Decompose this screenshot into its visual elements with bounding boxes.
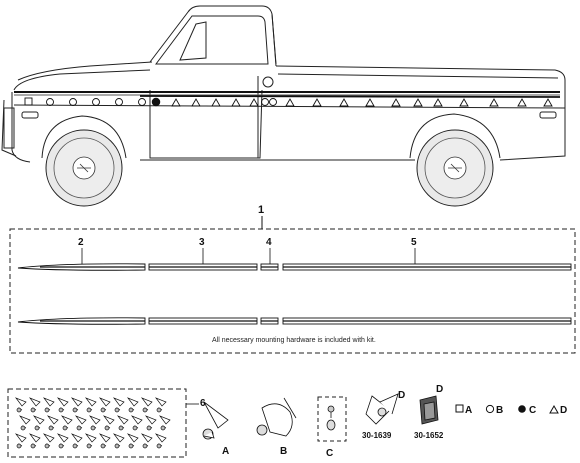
mounting-clip-nut bbox=[44, 443, 50, 449]
hardware-d-clip-1639 bbox=[365, 393, 399, 425]
mounting-clip-nut bbox=[72, 407, 78, 413]
legend: A B C D bbox=[455, 404, 567, 416]
mounting-clip-nut bbox=[20, 425, 26, 431]
front-wheel bbox=[45, 129, 123, 207]
hardware-b-clip bbox=[256, 397, 297, 437]
mounting-clip-nut bbox=[132, 425, 138, 431]
callout-3: 3 bbox=[199, 237, 205, 248]
hardware-location-symbols bbox=[24, 97, 553, 107]
callout-6: 6 bbox=[200, 398, 206, 409]
legend-square-symbol bbox=[455, 404, 464, 413]
mounting-clip-nut bbox=[128, 407, 134, 413]
part-number-30-1652: 30-1652 bbox=[414, 431, 444, 440]
legend-label-d: D bbox=[560, 405, 567, 416]
mounting-clip-nut bbox=[48, 425, 54, 431]
circle-symbol bbox=[46, 98, 54, 106]
mounting-clip-nut bbox=[30, 443, 36, 449]
mounting-clip-nut bbox=[142, 407, 148, 413]
triangle-symbol bbox=[413, 98, 423, 107]
circle-symbol bbox=[261, 98, 269, 106]
triangle-symbol bbox=[459, 98, 469, 107]
mounting-clip-nut bbox=[114, 443, 120, 449]
mounting-clip-nut bbox=[156, 443, 162, 449]
rear-wheel bbox=[416, 129, 494, 207]
part-number-30-1639: 30-1639 bbox=[362, 431, 392, 440]
callout-5: 5 bbox=[411, 237, 417, 248]
hardware-label-a: A bbox=[222, 446, 229, 457]
mounting-clip-nut bbox=[100, 407, 106, 413]
triangle-symbol bbox=[365, 98, 375, 107]
triangle-symbol bbox=[171, 98, 181, 107]
kit-note: All necessary mounting hardware is inclu… bbox=[212, 337, 376, 344]
hardware-label-b: B bbox=[280, 446, 287, 457]
clip-assortment bbox=[14, 397, 171, 449]
mounting-clip-nut bbox=[58, 407, 64, 413]
mounting-clip-nut bbox=[58, 443, 64, 449]
triangle-symbol bbox=[433, 98, 443, 107]
hardware-label-d-right: D bbox=[436, 384, 443, 395]
mounting-clip-nut bbox=[16, 407, 22, 413]
hardware-d-clip-1652 bbox=[419, 395, 439, 425]
legend-label-c: C bbox=[529, 405, 536, 416]
triangle-symbol bbox=[543, 98, 553, 107]
triangle-symbol bbox=[231, 98, 241, 107]
mounting-clip-nut bbox=[62, 425, 68, 431]
triangle-symbol bbox=[391, 98, 401, 107]
hardware-label-c: C bbox=[326, 448, 333, 459]
mounting-clip-nut bbox=[44, 407, 50, 413]
mounting-clip-nut bbox=[90, 425, 96, 431]
kit-box bbox=[9, 228, 576, 354]
triangle-symbol bbox=[285, 98, 295, 107]
mounting-clip-nut bbox=[100, 443, 106, 449]
hardware-c-screw bbox=[326, 405, 336, 431]
mounting-clip-nut bbox=[86, 407, 92, 413]
callout-1: 1 bbox=[258, 204, 264, 216]
triangle-symbol bbox=[339, 98, 349, 107]
dot-symbol bbox=[151, 97, 161, 107]
truck-body-molding bbox=[14, 91, 561, 98]
callout-2: 2 bbox=[78, 237, 84, 248]
circle-symbol bbox=[138, 98, 146, 106]
triangle-symbol bbox=[312, 98, 322, 107]
mounting-clip-nut bbox=[72, 443, 78, 449]
mounting-clip-nut bbox=[104, 425, 110, 431]
mounting-clip-nut bbox=[34, 425, 40, 431]
mounting-clip-nut bbox=[30, 407, 36, 413]
triangle-symbol bbox=[489, 98, 499, 107]
circle-symbol bbox=[269, 98, 277, 106]
molding-row-1 bbox=[17, 263, 572, 271]
callout-4: 4 bbox=[266, 237, 272, 248]
mounting-clip-nut bbox=[86, 443, 92, 449]
triangle-symbol bbox=[211, 98, 221, 107]
triangle-symbol bbox=[249, 98, 259, 107]
hardware-label-d-left: D bbox=[398, 390, 405, 401]
square-symbol bbox=[24, 97, 33, 106]
circle-symbol bbox=[69, 98, 77, 106]
hardware-a-clip bbox=[202, 401, 229, 440]
triangle-symbol bbox=[191, 98, 201, 107]
legend-label-b: B bbox=[496, 405, 503, 416]
hardware-c-box bbox=[317, 396, 347, 442]
triangle-symbol bbox=[517, 98, 527, 107]
circle-symbol bbox=[115, 98, 123, 106]
mounting-clip-nut bbox=[146, 425, 152, 431]
legend-circle-symbol bbox=[485, 404, 495, 414]
mounting-clip-nut bbox=[118, 425, 124, 431]
mounting-clip-nut bbox=[160, 425, 166, 431]
mounting-clip-nut bbox=[128, 443, 134, 449]
mounting-clip-nut bbox=[76, 425, 82, 431]
mounting-clip-nut bbox=[16, 443, 22, 449]
circle-symbol bbox=[92, 98, 100, 106]
mounting-clip-nut bbox=[114, 407, 120, 413]
mounting-clip-nut bbox=[142, 443, 148, 449]
legend-dot-symbol bbox=[518, 405, 526, 413]
legend-label-a: A bbox=[465, 405, 472, 416]
clip-assortment-box bbox=[7, 388, 187, 458]
legend-triangle-symbol bbox=[549, 404, 559, 414]
molding-row-2 bbox=[17, 317, 572, 325]
mounting-clip-nut bbox=[156, 407, 162, 413]
